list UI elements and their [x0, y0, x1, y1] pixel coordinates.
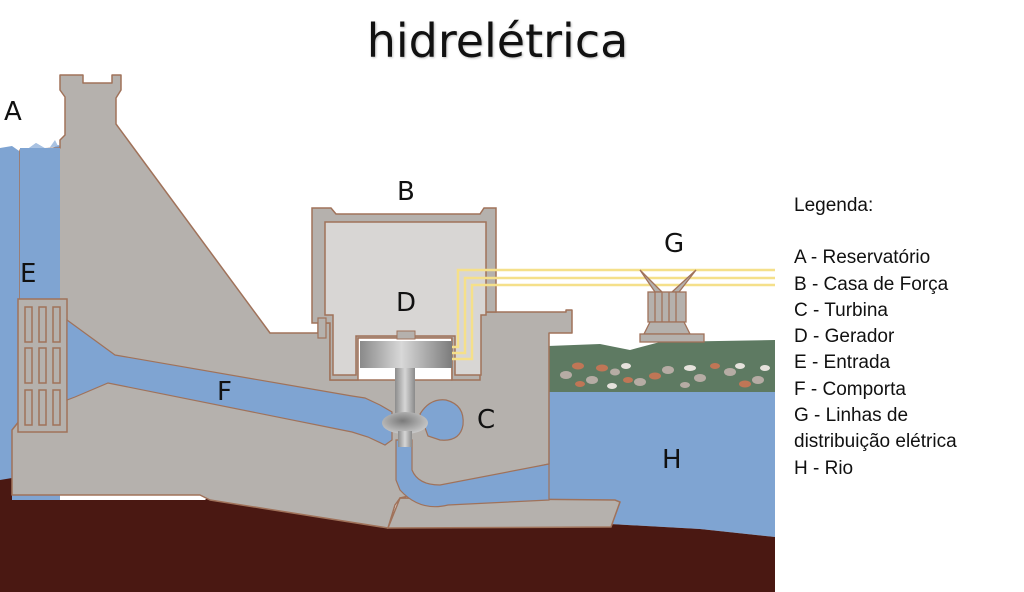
draft-tube — [395, 439, 550, 508]
power-lines — [452, 268, 775, 361]
label-c: C — [477, 405, 495, 435]
turbine — [382, 412, 428, 447]
legend-item-g: G - Linhas de — [794, 405, 909, 427]
legend: Legenda: A - Reservatório B - Casa de Fo… — [794, 193, 957, 482]
label-h: H — [662, 445, 682, 475]
label-a: A — [4, 97, 22, 127]
legend-item-g-cont: distribuição elétrica — [794, 431, 957, 453]
transformer — [639, 269, 705, 343]
penstock — [66, 318, 393, 446]
legend-heading: Legenda: — [794, 195, 874, 216]
legend-item-c: C - Turbina — [794, 299, 888, 321]
label-d: D — [396, 288, 416, 318]
legend-item-e: E - Entrada — [794, 352, 891, 374]
ground — [0, 478, 775, 592]
label-b: B — [397, 177, 415, 207]
legend-item-h: H - Rio — [794, 457, 854, 479]
legend-item-a: A - Reservatório — [794, 247, 931, 269]
page-title: hidrelétrica — [366, 14, 629, 68]
intake-grating — [17, 298, 68, 433]
riverbank — [548, 340, 775, 392]
legend-item-f: F - Comporta — [794, 378, 906, 400]
legend-item-d: D - Gerador — [794, 326, 895, 348]
spiral-case — [419, 399, 464, 441]
generator — [360, 330, 452, 416]
powerhouse — [311, 207, 497, 381]
legend-item-b: B - Casa de Força — [794, 273, 949, 295]
label-g: G — [664, 229, 684, 259]
label-f: F — [217, 377, 232, 407]
label-e: E — [20, 259, 36, 289]
